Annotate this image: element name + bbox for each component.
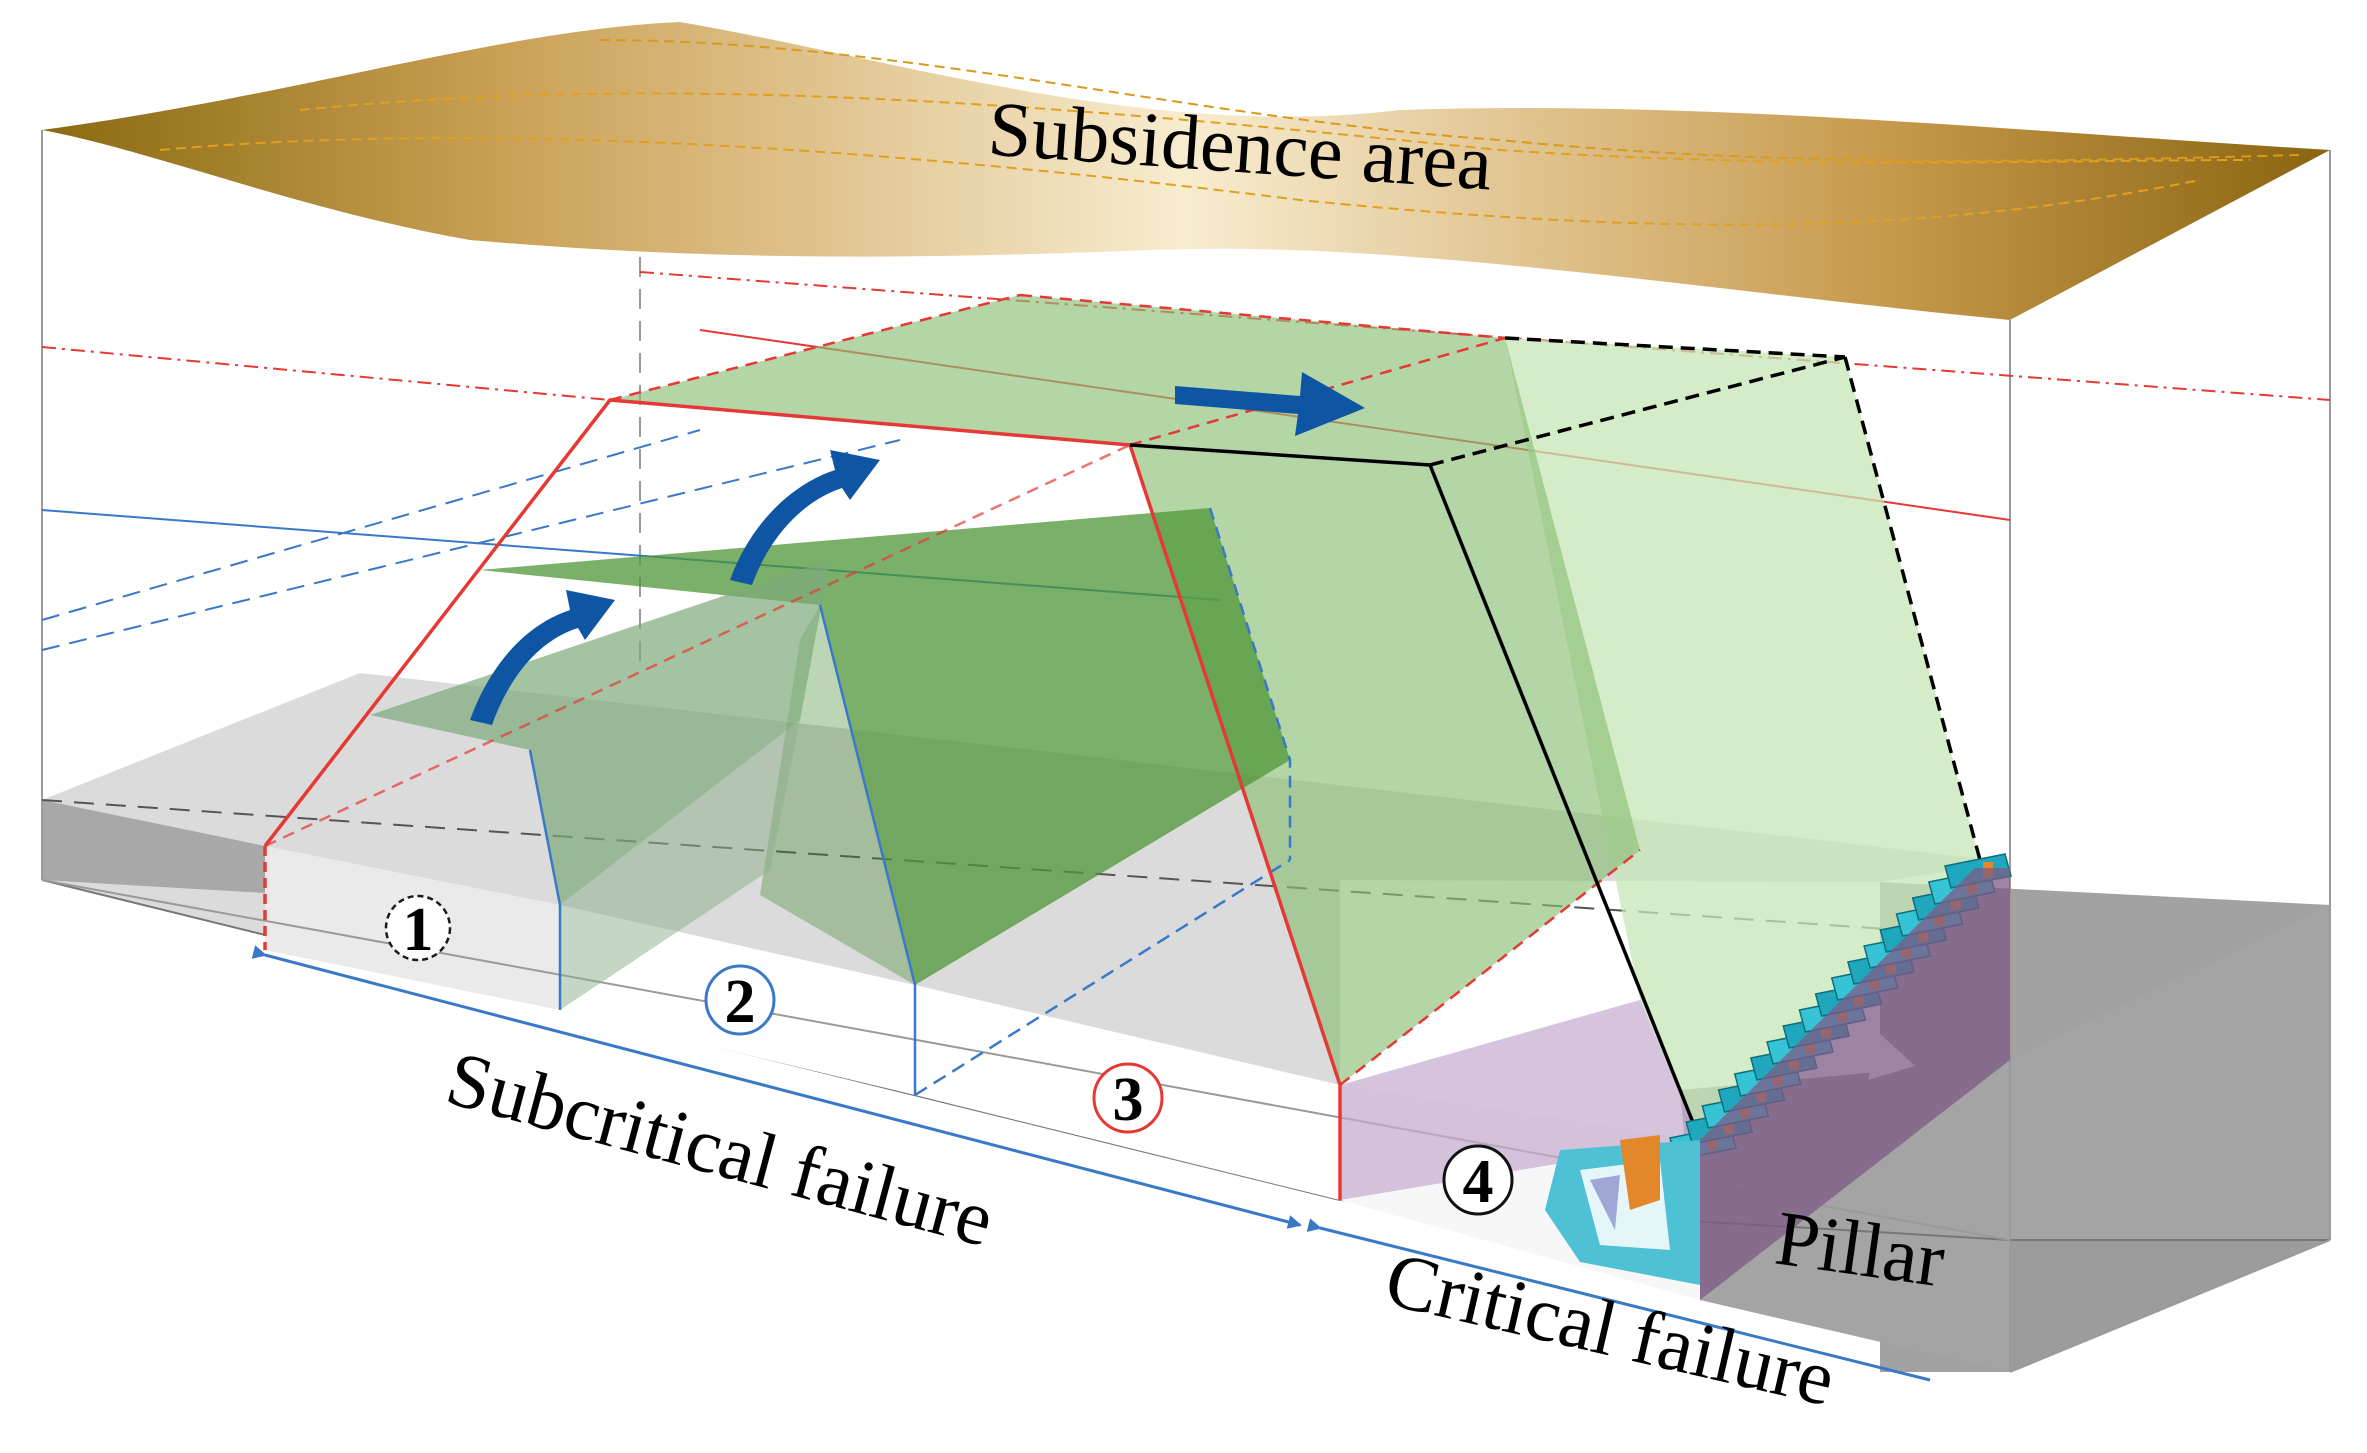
upward-arrow-icon (730, 450, 880, 585)
svg-text:1: 1 (403, 896, 434, 964)
stage-4-marker: 4 (1442, 1144, 1514, 1216)
caved-zone-stage1 (370, 560, 830, 1010)
svg-text:2: 2 (725, 968, 756, 1036)
rightward-arrow-icon (1175, 372, 1365, 436)
stage-2-marker: 2 (704, 964, 776, 1036)
upward-arrow-icon (470, 590, 615, 725)
svg-text:4: 4 (1463, 1148, 1494, 1216)
svg-text:3: 3 (1113, 1066, 1144, 1134)
subsidence-surface (42, 22, 2330, 320)
stage4-boundary (1129, 336, 1982, 1141)
stage-3-marker: 3 (1092, 1062, 1164, 1134)
longwall-face (1545, 868, 2010, 1300)
strata-movement-arrows (470, 372, 1365, 725)
critical-range-arrow (1306, 1218, 1931, 1382)
caved-zone-stage3 (610, 295, 1640, 1085)
subcritical-range-arrow (251, 945, 1302, 1229)
